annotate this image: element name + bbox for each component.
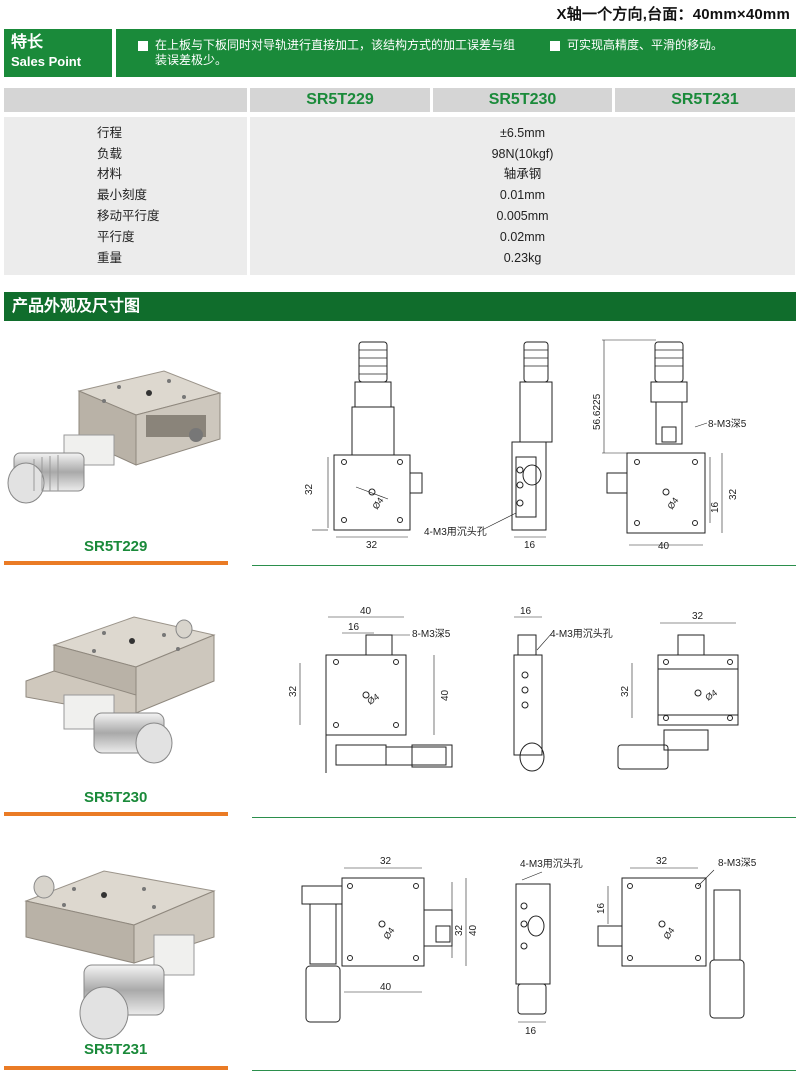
thread-label: 8-M3深5 <box>718 857 757 869</box>
dim-32-right: 32 <box>454 924 465 936</box>
model-label: SR5T231 <box>84 1041 148 1058</box>
divider-green <box>252 1070 796 1071</box>
dimension-drawing-sr5t229: 32 32 Ø4 4-M3用沉头孔 16 56.6225 8-M3深5 32 1… <box>304 339 747 552</box>
dim-40-right: 40 <box>440 689 451 701</box>
spec-value: 轴承钢 <box>503 167 542 181</box>
spec-header-blank <box>4 88 247 112</box>
dim-40: 40 <box>658 541 670 552</box>
spec-label: 材料 <box>97 167 123 181</box>
dim-16-left: 16 <box>596 902 607 914</box>
divider-green <box>252 817 796 818</box>
sales-point-item: 可实现高精度、平滑的移动。 <box>550 38 790 53</box>
phi-label: Ø4 <box>665 496 680 512</box>
divider-orange <box>4 812 228 816</box>
dimension-drawing-sr5t231: 32 32 40 40 Ø4 4-M3用沉头孔 16 32 8-M3深5 16 … <box>301 856 757 1037</box>
divider-orange <box>4 561 228 565</box>
spec-value: 98N(10kgf) <box>491 147 554 161</box>
sales-point-text: 可实现高精度、平滑的移动。 <box>567 38 724 52</box>
spec-value: 0.005mm <box>496 209 549 223</box>
thread-label: 8-M3深5 <box>708 418 747 430</box>
page-title: X轴一个方向,台面：40mm×40mm <box>556 6 790 23</box>
sales-point-label-en: Sales Point <box>11 54 82 69</box>
dim-16-bottom: 16 <box>525 1026 537 1037</box>
dim-32-left: 32 <box>288 685 299 697</box>
dim-16: 16 <box>524 540 536 551</box>
spec-value: 0.02mm <box>499 230 546 244</box>
dim-32-left: 32 <box>620 685 631 697</box>
dim-16-side: 16 <box>520 606 532 617</box>
dimension-drawing-sr5t230: 40 16 8-M3深5 32 40 Ø4 16 4-M3用沉头孔 32 32 … <box>288 606 739 773</box>
spec-label: 重量 <box>97 251 123 265</box>
hole-label: 4-M3用沉头孔 <box>424 525 487 538</box>
spec-label: 负载 <box>97 147 123 161</box>
dim-40-top: 40 <box>360 606 372 617</box>
sales-point-label: 特长 Sales Point <box>4 29 112 77</box>
model-label: SR5T230 <box>84 789 148 806</box>
product-photo-sr5t230 <box>25 616 216 764</box>
spec-label: 平行度 <box>97 230 135 244</box>
dim-32-top: 32 <box>656 856 668 867</box>
dim-32-left: 32 <box>304 483 315 495</box>
square-bullet-icon <box>138 41 148 51</box>
spec-value: ±6.5mm <box>499 126 546 140</box>
spec-label: 最小刻度 <box>97 188 148 202</box>
divider-green <box>252 565 796 566</box>
spec-labels: 行程 负载 材料 最小刻度 移动平行度 平行度 重量 <box>4 117 247 275</box>
phi-label: Ø4 <box>661 926 676 942</box>
sales-point-body: 在上板与下板同时对导轨进行直接加工，该结构方式的加工误差与组装误差极少。 可实现… <box>116 29 796 77</box>
dim-height: 56.6225 <box>592 393 603 430</box>
hole-label: 4-M3用沉头孔 <box>550 627 613 640</box>
sales-point-label-cn: 特长 <box>11 34 44 51</box>
square-bullet-icon <box>550 41 560 51</box>
dim-32-top: 32 <box>692 611 704 622</box>
spec-value: 0.23kg <box>503 251 542 265</box>
sales-point-item: 在上板与下板同时对导轨进行直接加工，该结构方式的加工误差与组装误差极少。 <box>138 38 518 68</box>
model-label: SR5T229 <box>84 538 148 555</box>
dim-40-bottom: 40 <box>380 982 392 993</box>
phi-label: Ø4 <box>703 688 719 703</box>
product-photo-sr5t231 <box>24 870 216 1040</box>
spec-label: 行程 <box>97 126 123 140</box>
spec-value: 0.01mm <box>499 188 546 202</box>
spec-header-model: SR5T230 <box>433 88 612 112</box>
sales-point-text: 在上板与下板同时对导轨进行直接加工，该结构方式的加工误差与组装误差极少。 <box>155 38 516 67</box>
product-photo-sr5t229 <box>7 370 222 504</box>
dim-40-right: 40 <box>468 924 479 936</box>
phi-label: Ø4 <box>370 496 385 512</box>
spec-values: ±6.5mm 98N(10kgf) 轴承钢 0.01mm 0.005mm 0.0… <box>250 117 795 275</box>
dim-16-top: 16 <box>348 622 360 633</box>
dim-32-top: 32 <box>380 856 392 867</box>
hole-label: 4-M3用沉头孔 <box>520 857 583 870</box>
dim-32-right: 32 <box>728 488 739 500</box>
dim-32-bottom: 32 <box>366 540 378 551</box>
thread-label: 8-M3深5 <box>412 628 451 640</box>
phi-label: Ø4 <box>365 692 381 707</box>
spec-header-model: SR5T229 <box>250 88 430 112</box>
divider-orange <box>4 1066 228 1070</box>
phi-label: Ø4 <box>381 926 396 942</box>
section-title: 产品外观及尺寸图 <box>4 292 796 321</box>
dim-16-right: 16 <box>710 501 721 513</box>
spec-label: 移动平行度 <box>97 209 160 223</box>
spec-header-model: SR5T231 <box>615 88 795 112</box>
